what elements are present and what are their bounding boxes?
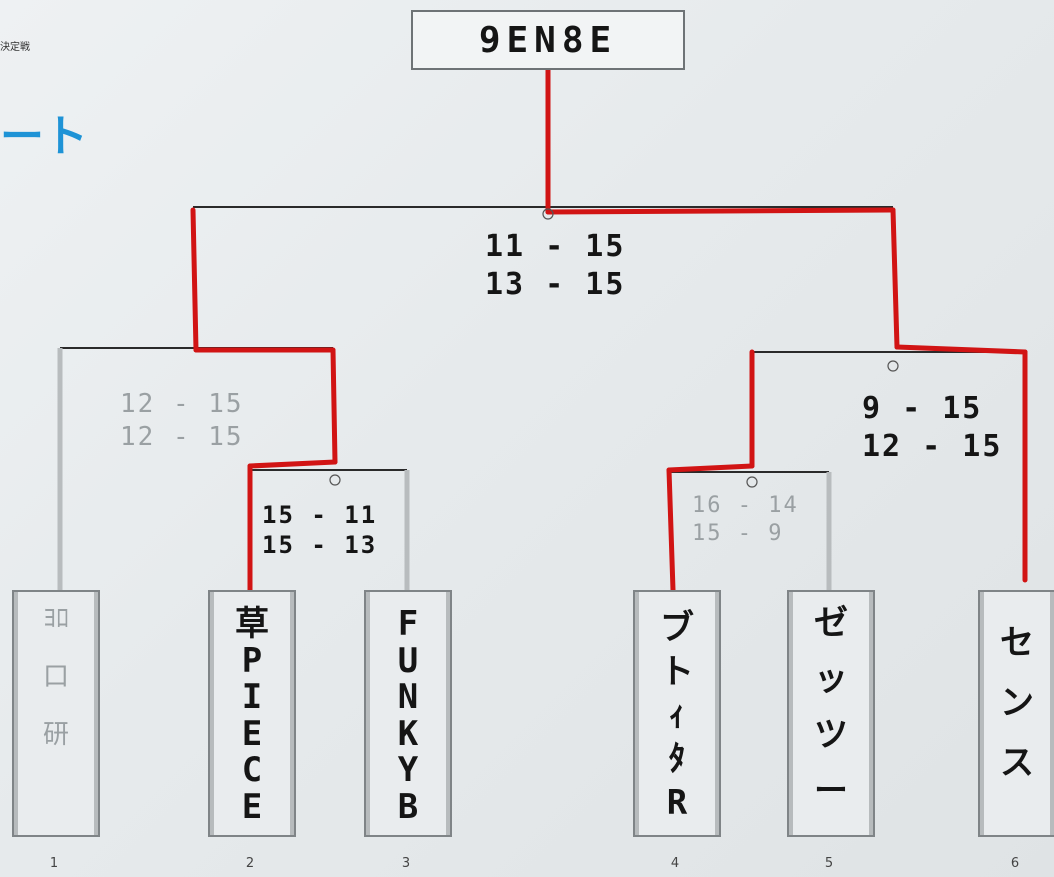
team-name-3-char: Y (397, 750, 419, 791)
seed-number: 4 (670, 856, 680, 871)
team-name-5: ゼ ッ ツ ー (789, 606, 873, 825)
team-box-5: ゼ ッ ツ ー (787, 590, 875, 837)
team-name-1-char: 研 (42, 720, 69, 750)
team-name-5-char: ッ (814, 659, 848, 699)
semi-left-score-set-2: 12 - 15 (120, 421, 244, 452)
semi-right-score: 9 - 15 12 - 15 (862, 390, 1002, 465)
team-name-2-char: 草 (235, 604, 269, 645)
team-name-6: セ ン ス (980, 606, 1054, 825)
team-name-3-char: F (397, 604, 419, 645)
team-name-2-char: P (241, 640, 263, 681)
qf-left-score-set-2: 15 - 13 (262, 531, 378, 559)
team-box-4: ブ ト ｨ ﾀ R (633, 590, 721, 837)
team-name-4-char: ｨ (668, 695, 686, 736)
team-name-1: ﾖﾛ 口 研 (14, 606, 98, 825)
match-markers (329, 208, 899, 488)
team-name-5-char: ー (814, 771, 848, 811)
team-name-6-char: ン (1000, 683, 1034, 723)
bracket-grey-lines (57, 348, 832, 590)
team-name-1-char: ﾖﾛ (42, 604, 69, 634)
seed-number: 2 (245, 856, 255, 871)
seed-number: 6 (1010, 856, 1020, 871)
final-score-set-1: 11 - 15 (485, 229, 626, 264)
semi-right-score-set-2: 12 - 15 (862, 428, 1003, 464)
team-name-2: 草 P I E C E (210, 606, 294, 825)
champion-box: 9EN8E (411, 10, 685, 70)
team-name-3: F U N K Y B (366, 606, 450, 825)
team-name-1-char: 口 (42, 662, 69, 692)
qf-left-score: 15 - 11 15 - 13 (262, 500, 377, 560)
team-box-1: ﾖﾛ 口 研 (12, 590, 100, 837)
final-score-set-2: 13 - 15 (485, 266, 626, 302)
seed-number: 1 (49, 856, 59, 871)
team-box-2: 草 P I E C E (208, 590, 296, 837)
team-name-5-char: ゼ (814, 603, 848, 643)
seed-number: 5 (824, 856, 834, 871)
team-name-2-char: I (241, 677, 263, 718)
team-name-4-char: ト (660, 651, 694, 692)
semi-left-score-set-1: 12 - 15 (120, 389, 244, 419)
seed-number: 3 (401, 856, 411, 871)
winner-path (190, 63, 1028, 593)
qf-right-score-set-1: 16 - 14 (692, 493, 799, 518)
champion-name: 9EN8E (478, 19, 618, 61)
team-name-5-char: ツ (814, 715, 848, 755)
team-name-6-char: ス (1000, 743, 1034, 783)
team-name-6-char: セ (1000, 623, 1034, 663)
qf-left-score-set-1: 15 - 11 (262, 501, 378, 529)
team-name-2-char: E (241, 786, 263, 827)
semi-left-score: 12 - 15 12 - 15 (120, 388, 244, 453)
qf-right-score: 16 - 14 15 - 9 (692, 492, 799, 547)
final-score: 11 - 15 13 - 15 (485, 228, 625, 303)
team-name-4-char: R (666, 783, 688, 824)
team-name-3-char: B (397, 786, 419, 827)
team-name-4-char: ブ (660, 607, 694, 648)
team-box-6: セ ン ス (978, 590, 1054, 837)
blue-heading-fragment: ート (0, 111, 88, 162)
qf-right-score-set-2: 15 - 9 (692, 520, 784, 546)
team-name-2-char: E (241, 713, 263, 754)
corner-label: 決定戦 (0, 42, 30, 53)
team-name-4-char: ﾀ (668, 739, 686, 780)
team-name-3-char: U (397, 640, 419, 681)
team-name-3-char: K (397, 713, 419, 754)
semi-right-score-set-1: 9 - 15 (862, 391, 983, 426)
team-box-3: F U N K Y B (364, 590, 452, 837)
team-name-2-char: C (241, 750, 263, 791)
team-name-3-char: N (397, 677, 419, 718)
team-name-4: ブ ト ｨ ﾀ R (635, 606, 719, 825)
